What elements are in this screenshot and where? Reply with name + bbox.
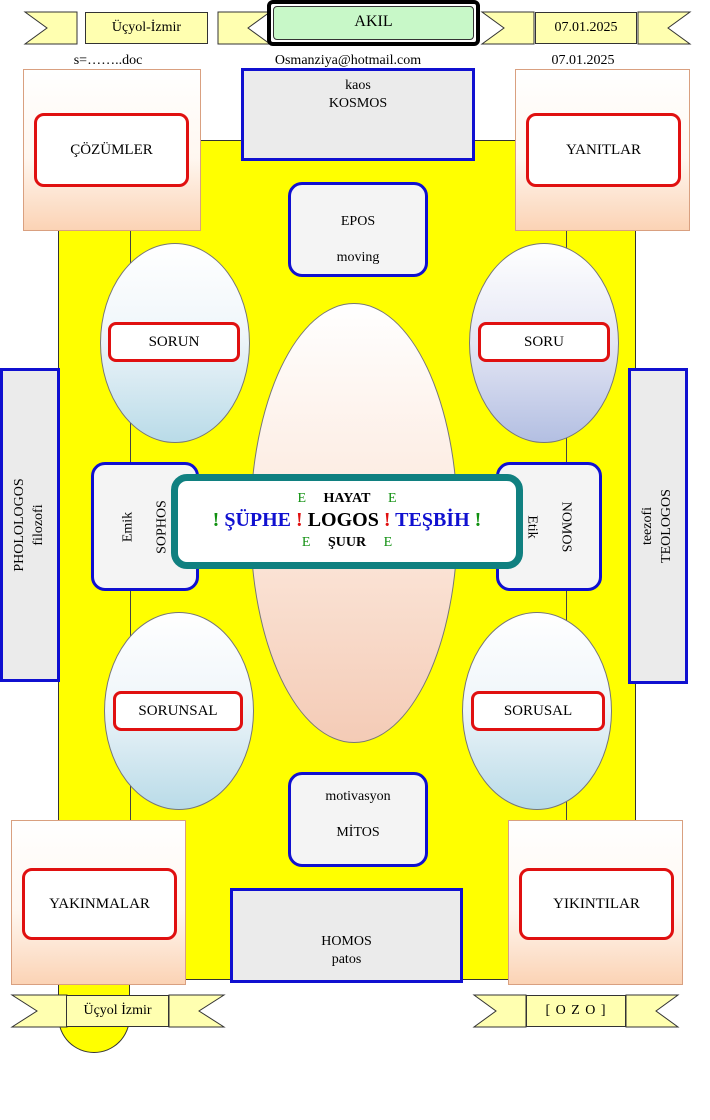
yanitlar-box: YANITLAR [526, 113, 681, 187]
yikintilar-box: YIKINTILAR [519, 868, 674, 940]
homos-line2: patos [331, 951, 362, 967]
epos-line1: EPOS [340, 214, 376, 229]
homos-line1: HOMOS [321, 934, 372, 949]
sorusal-label: SORUSAL [503, 702, 573, 719]
footer-right-ribbon [472, 994, 680, 1028]
excl-1: ! [212, 509, 220, 531]
corner-top-left: ÇÖZÜMLER [23, 69, 201, 231]
sophos-line1: Emik [120, 511, 136, 542]
epos-box: EPOS moving [288, 182, 428, 277]
title-label: AKIL [273, 6, 474, 40]
logos-row: ! ŞÜPHE ! LOGOS ! TEŞBİH ! [178, 509, 516, 532]
inner-frame-line-left [130, 230, 131, 980]
side-left-line2: filozofi [31, 504, 46, 546]
yikintilar-label: YIKINTILAR [553, 895, 640, 912]
word-tesbih: TEŞBİH [395, 509, 470, 531]
suur-row: E ŞUUR E [178, 535, 516, 551]
yakinmalar-label: YAKINMALAR [49, 895, 150, 912]
mitos-line1: motivasyon [325, 789, 391, 804]
sorun-label: SORUN [148, 333, 200, 350]
soru-box: SORU [478, 322, 610, 362]
side-left-box: PHOLOLOGOS filozofi [0, 368, 60, 682]
hayat-label: HAYAT [323, 491, 371, 506]
hayat-row: E HAYAT E [178, 491, 516, 507]
nomos-text: NOMOS Etik [515, 501, 582, 552]
footer-left-ribbon [10, 994, 226, 1028]
side-right-line2: TEOLOGOS [659, 489, 674, 563]
kosmos-line2: KOSMOS [328, 95, 388, 111]
word-logos: LOGOS [307, 509, 379, 531]
corner-bottom-right: YIKINTILAR [508, 820, 683, 985]
header-right-ribbon-label: 07.01.2025 [535, 12, 637, 44]
sorunsal-label: SORUNSAL [138, 702, 218, 719]
sorunsal-box: SORUNSAL [113, 691, 243, 731]
cozumler-box: ÇÖZÜMLER [34, 113, 189, 187]
sophos-text: Emik SOPHOS [111, 500, 178, 554]
header-left-ribbon [23, 11, 272, 45]
sorun-box: SORUN [108, 322, 240, 362]
suur-label: ŞUUR [327, 535, 367, 550]
inner-frame-line-right [566, 230, 567, 980]
yakinmalar-box: YAKINMALAR [22, 868, 177, 940]
side-right-line1: teezofi [640, 506, 656, 546]
yanitlar-label: YANITLAR [566, 141, 641, 158]
side-left-line1: PHOLOLOGOS [12, 478, 28, 572]
footer-right-ribbon-label: [ O Z O ] [526, 995, 626, 1027]
word-supheh: ŞÜPHE [224, 509, 292, 531]
cozumler-label: ÇÖZÜMLER [70, 141, 153, 158]
suur-e-left: E [301, 535, 311, 550]
footer-left-ribbon-label: Üçyol İzmir [66, 995, 169, 1027]
nomos-line1: NOMOS [558, 501, 574, 552]
excl-2: ! [296, 509, 303, 531]
side-left-text: PHOLOLOGOS filozofi [11, 478, 49, 571]
soru-label: SORU [523, 333, 564, 350]
side-right-text: teezofi TEOLOGOS [639, 489, 677, 563]
hayat-e-left: E [297, 491, 307, 506]
corner-bottom-left: YAKINMALAR [11, 820, 186, 985]
suur-e-right: E [383, 535, 393, 550]
mitos-box: motivasyon MİTOS [288, 772, 428, 867]
file-name-text: s=……..doc [73, 53, 143, 68]
hayat-e-right: E [387, 491, 397, 506]
logos-box: E HAYAT E ! ŞÜPHE ! LOGOS ! TEŞBİH ! E Ş… [171, 474, 523, 569]
title-box: AKIL [267, 0, 480, 46]
corner-top-right: YANITLAR [515, 69, 690, 231]
sorusal-box: SORUSAL [471, 691, 605, 731]
excl-3: ! [383, 509, 391, 531]
email-text: Osmanziya@hotmail.com [274, 53, 422, 68]
mitos-line2: MİTOS [336, 824, 380, 840]
header-left-ribbon-label: Üçyol-İzmir [85, 12, 208, 44]
date-text: 07.01.2025 [551, 53, 615, 68]
header-right-ribbon [480, 11, 692, 45]
side-right-box: teezofi TEOLOGOS [628, 368, 688, 684]
epos-line2: moving [336, 249, 380, 265]
excl-4: ! [474, 509, 482, 531]
kosmos-line1: kaos [345, 78, 371, 93]
homos-box: HOMOS patos [230, 888, 463, 983]
kosmos-box: kaos KOSMOS [241, 68, 475, 161]
